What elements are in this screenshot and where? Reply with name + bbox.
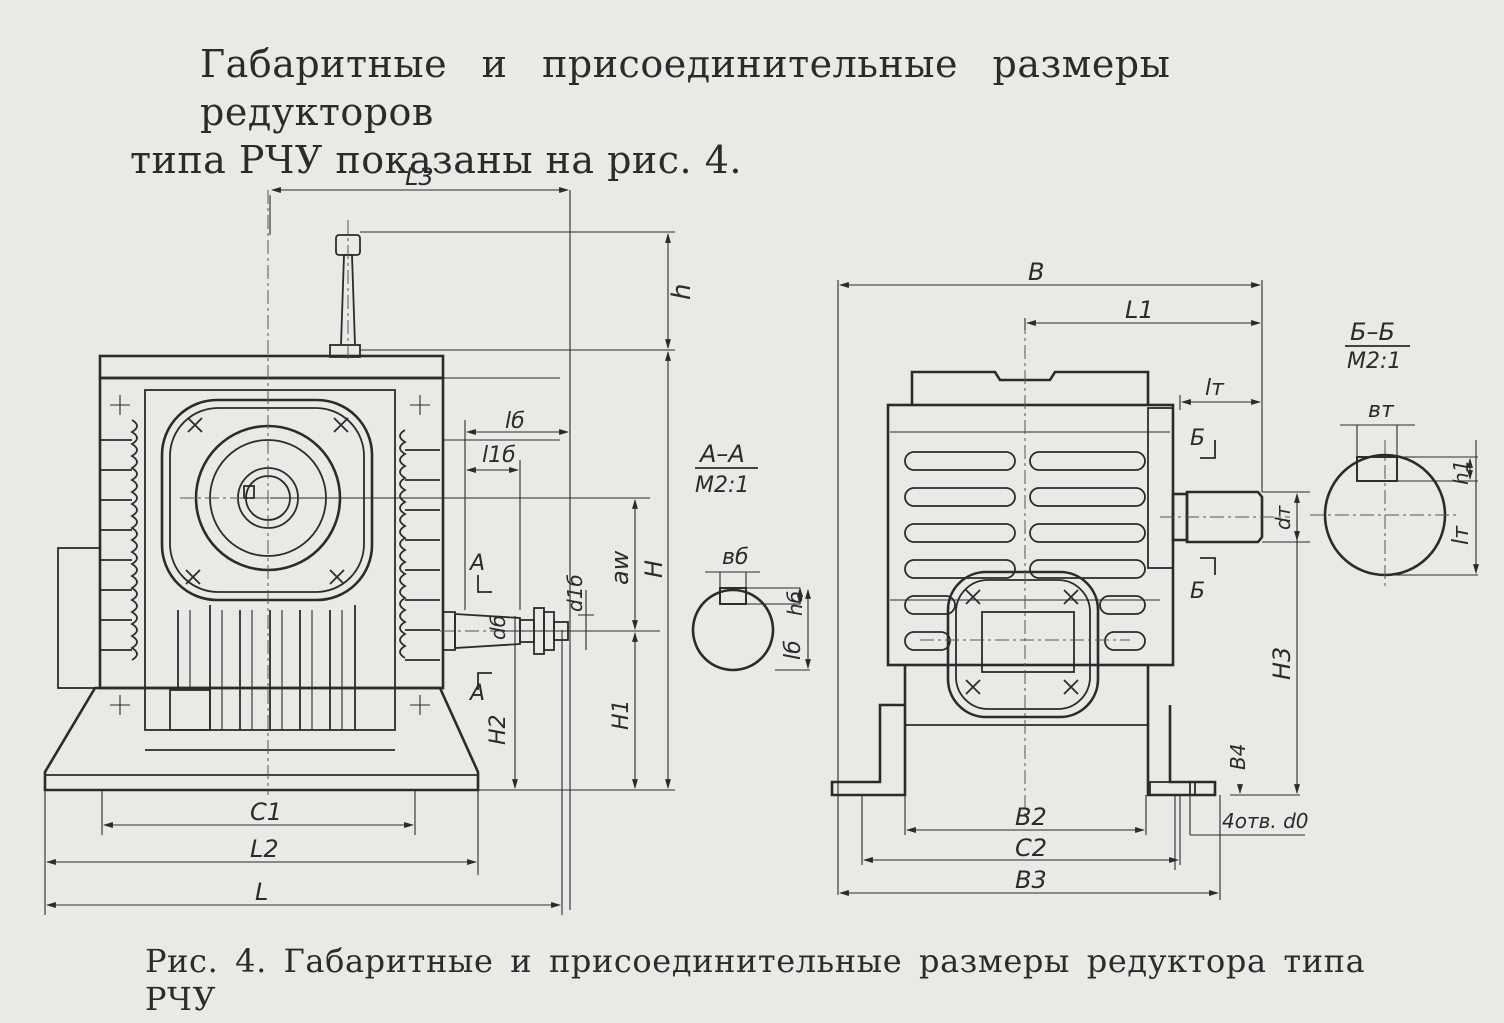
- side-view: B L1 lт Б Б dт H3 B4 4отв. d0 B2 C2 B3: [830, 258, 1310, 900]
- section-aa-scale: М2:1: [695, 473, 749, 498]
- label-H3: H3: [1268, 647, 1296, 680]
- section-aa-title: А–А: [698, 440, 745, 468]
- label-hb: hб: [783, 591, 807, 616]
- label-L1: L1: [1125, 296, 1154, 324]
- label-db: dб: [486, 615, 510, 640]
- label-H1: H1: [609, 699, 634, 730]
- label-A-low: A: [468, 681, 485, 706]
- label-l1b: l1б: [482, 443, 516, 468]
- intro-line-1: Габаритные и присоединительные размеры р…: [200, 42, 1171, 134]
- label-lt-sec: lт: [1449, 525, 1474, 545]
- side-fins: [904, 451, 1146, 651]
- intro-text: Габаритные и присоединительные размеры р…: [130, 40, 1410, 184]
- label-B4: B4: [1226, 744, 1250, 770]
- label-L2: L2: [250, 835, 279, 863]
- figure-caption: Рис. 4. Габаритные и присоединительные р…: [145, 942, 1366, 1018]
- label-B: B: [1028, 258, 1044, 286]
- label-h1: h1: [1449, 460, 1473, 485]
- label-B2: B2: [1015, 803, 1047, 831]
- label-bb: вб: [722, 545, 749, 570]
- label-lb: lб: [505, 409, 525, 434]
- section-a-a: А–А М2:1 вб hб lб: [691, 440, 811, 672]
- label-C1: C1: [250, 798, 282, 826]
- label-aw: aw: [606, 550, 634, 585]
- label-H2: H2: [486, 714, 511, 745]
- section-bb-title: Б–Б: [1350, 318, 1395, 346]
- right-fins: [399, 429, 440, 661]
- label-holes: 4отв. d0: [1222, 809, 1309, 833]
- label-L: L: [255, 878, 268, 906]
- label-H: H: [640, 560, 668, 578]
- label-lb-sec: lб: [781, 640, 806, 660]
- intro-line-2: типа РЧУ показаны на рис. 4.: [130, 138, 742, 182]
- section-bb-scale: М2:1: [1347, 349, 1401, 374]
- label-h: h: [667, 284, 697, 300]
- left-fins: [100, 419, 138, 661]
- label-B-sec-low: Б: [1190, 579, 1205, 604]
- label-bt: вт: [1368, 398, 1395, 423]
- label-d1b: d1б: [563, 574, 587, 612]
- label-lt: lт: [1205, 376, 1225, 401]
- label-L3: L3: [405, 163, 434, 191]
- label-dt: dт: [1271, 504, 1295, 530]
- section-b-b: Б–Б М2:1 вт h1 lт: [1310, 318, 1479, 590]
- front-view: L3 h lб l1б d1б aw H A A dб H2 H1 C1 L2 …: [43, 163, 697, 915]
- label-C2: C2: [1015, 834, 1047, 862]
- label-B3: B3: [1015, 866, 1047, 894]
- label-A-up: A: [468, 551, 485, 576]
- label-B-sec-up: Б: [1190, 426, 1205, 451]
